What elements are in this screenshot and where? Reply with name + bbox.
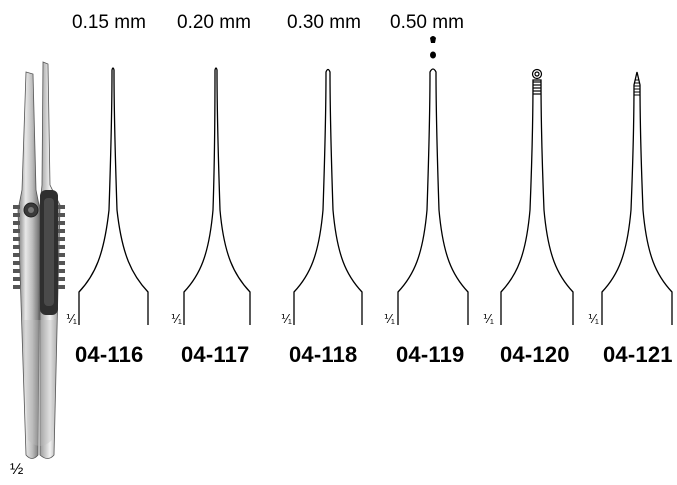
serrated-tip-detail [634,79,640,96]
tip-outline-04-116 [78,67,149,325]
scale-mark: ⅟₁ [384,312,395,326]
tip-outline-04-120 [500,79,574,325]
scale-mark: ⅟₁ [281,312,292,326]
tip-size-label: 0.15 mm [72,12,146,33]
scale-mark: ⅟₁ [588,312,599,326]
tip-outline-04-117 [183,67,251,325]
model-code: 04-119 [396,342,465,367]
blunt-tip-detail [430,36,436,59]
scale-mark: ⅟₁ [66,312,77,326]
model-code: 04-121 [603,342,673,367]
photo-scale-mark: ½ [10,461,24,478]
tip-size-label: 0.50 mm [390,12,464,33]
scale-mark: ⅟₁ [171,312,182,326]
tip-size-label: 0.20 mm [177,12,251,33]
tip-outline-04-118 [293,68,363,325]
tip-outline-04-121 [601,71,673,325]
model-code: 04-120 [500,342,570,367]
tip-outline-04-119 [397,68,469,325]
model-code: 04-117 [181,342,250,367]
scale-mark: ⅟₁ [483,312,494,326]
model-code: 04-118 [289,342,358,367]
ring-tip-detail [531,68,543,95]
model-code: 04-116 [75,342,144,367]
tip-size-label: 0.30 mm [287,12,361,33]
